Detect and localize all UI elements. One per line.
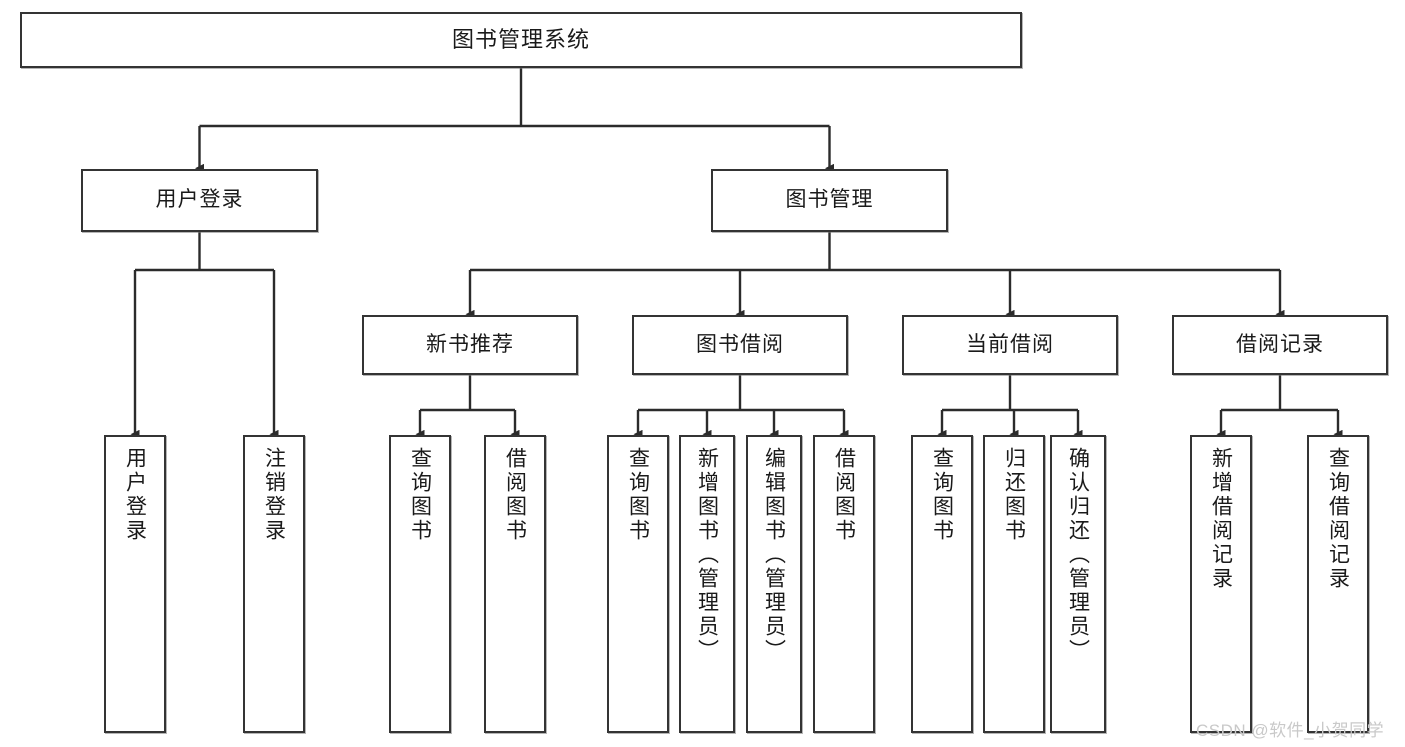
node-user_login[interactable]: 用户登录 [81,169,318,232]
node-label: 注销登录 [262,447,286,543]
node-leaf_query_book_3[interactable]: 查询图书 [911,435,973,733]
node-label: 查询图书 [930,447,954,543]
node-label: 用户登录 [123,447,147,543]
node-label: 编辑图书（管理员） [762,447,786,663]
node-label: 查询图书 [626,447,650,543]
node-leaf_add_record[interactable]: 新增借阅记录 [1190,435,1252,733]
node-book_borrow[interactable]: 图书借阅 [632,315,848,375]
node-leaf_query_record[interactable]: 查询借阅记录 [1307,435,1369,733]
node-leaf_add_book[interactable]: 新增图书（管理员） [679,435,735,733]
node-new_book_rec[interactable]: 新书推荐 [362,315,578,375]
node-leaf_borrow_book_1[interactable]: 借阅图书 [484,435,546,733]
node-leaf_logout[interactable]: 注销登录 [243,435,305,733]
node-leaf_confirm_return[interactable]: 确认归还（管理员） [1050,435,1106,733]
node-leaf_borrow_book_2[interactable]: 借阅图书 [813,435,875,733]
node-label: 图书管理 [785,188,874,212]
node-label: 图书管理系统 [451,27,590,53]
node-label: 借阅图书 [503,447,527,543]
node-leaf_query_book_2[interactable]: 查询图书 [607,435,669,733]
node-label: 归还图书 [1002,447,1026,543]
node-book_manage[interactable]: 图书管理 [711,169,948,232]
node-leaf_edit_book[interactable]: 编辑图书（管理员） [746,435,802,733]
node-label: 图书借阅 [696,332,784,356]
node-label: 借阅图书 [832,447,856,543]
node-root[interactable]: 图书管理系统 [20,12,1022,68]
node-label: 新书推荐 [426,332,514,356]
node-current_borrow[interactable]: 当前借阅 [902,315,1118,375]
node-label: 新增借阅记录 [1209,447,1233,591]
node-label: 当前借阅 [966,332,1054,356]
node-label: 用户登录 [155,188,244,212]
node-label: 新增图书（管理员） [695,447,719,663]
node-label: 确认归还（管理员） [1066,447,1090,663]
node-label: 查询借阅记录 [1326,447,1350,591]
node-leaf_query_book_1[interactable]: 查询图书 [389,435,451,733]
csdn-watermark: CSDN @软件_小贺同学 [1196,721,1385,740]
node-label: 查询图书 [408,447,432,543]
node-borrow_record[interactable]: 借阅记录 [1172,315,1388,375]
node-label: 借阅记录 [1236,332,1324,356]
node-leaf_return_book[interactable]: 归还图书 [983,435,1045,733]
node-leaf_user_login[interactable]: 用户登录 [104,435,166,733]
